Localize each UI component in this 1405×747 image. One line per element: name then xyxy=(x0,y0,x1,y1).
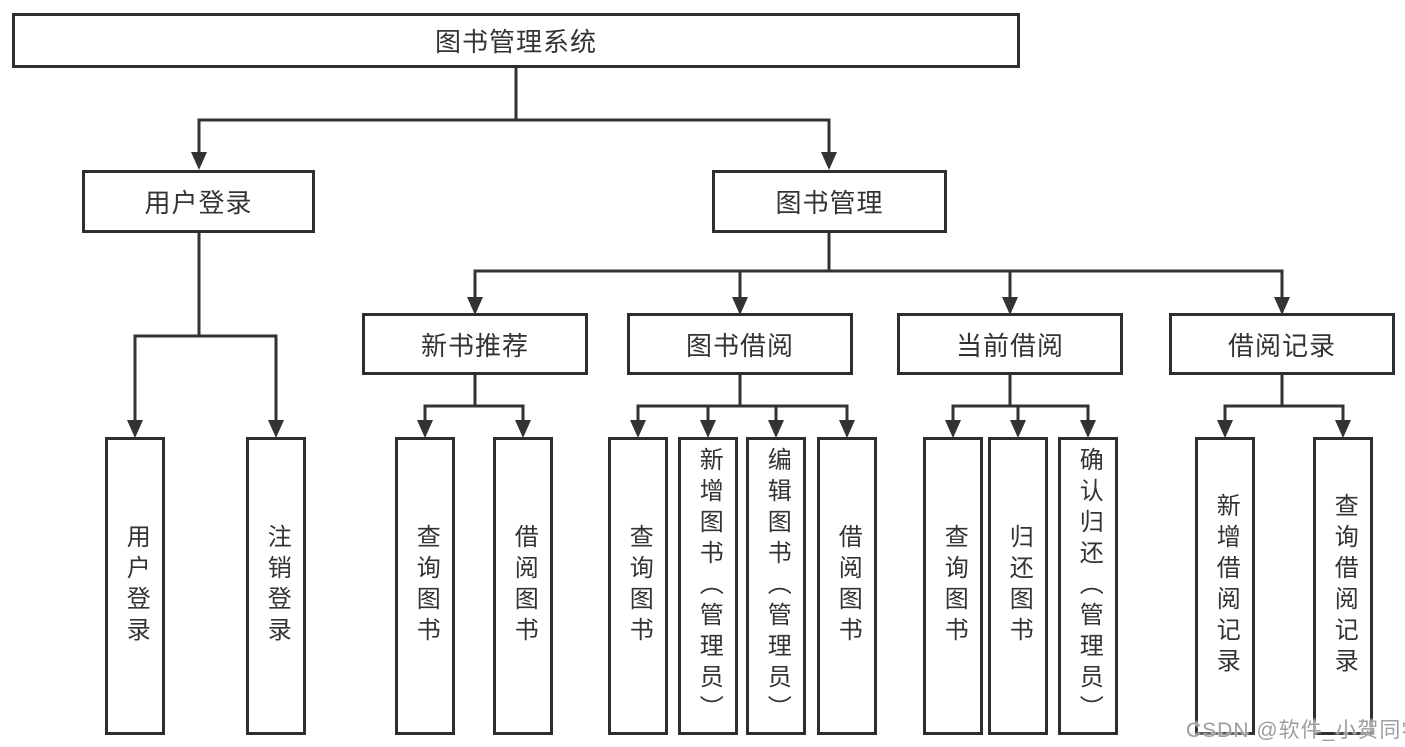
node-root: 图书管理系统 xyxy=(12,13,1020,68)
connector-userlogin-rail xyxy=(133,334,278,422)
node-current-borrow: 当前借阅 xyxy=(897,313,1123,375)
leaf-records-query-record: 查询借阅记录 xyxy=(1313,437,1373,735)
arrow-to-current-borrow xyxy=(1002,297,1018,315)
arrow-to-current-query xyxy=(945,420,961,438)
connector-root-rail xyxy=(197,118,831,154)
arrow-to-new-book-recommend xyxy=(467,297,483,315)
leaf-borrow-add-books-admin: 新增图书（管理员） xyxy=(678,437,738,735)
leaf-logout-login: 注销登录 xyxy=(246,437,306,735)
arrow-to-user-login xyxy=(191,152,207,170)
arrow-to-leaf-user-login xyxy=(127,420,143,438)
arrow-to-book-borrow xyxy=(732,297,748,315)
leaf-recommend-borrow-books: 借阅图书 xyxy=(493,437,553,735)
leaf-borrow-borrow-books: 借阅图书 xyxy=(817,437,877,735)
arrow-to-borrow-edit xyxy=(768,420,784,438)
leaf-recommend-query-books: 查询图书 xyxy=(395,437,455,735)
arrow-to-recommend-query xyxy=(417,420,433,438)
arrow-to-current-return xyxy=(1010,420,1026,438)
arrow-to-records-add xyxy=(1217,420,1233,438)
leaf-borrow-query-books: 查询图书 xyxy=(608,437,668,735)
leaf-records-add-record: 新增借阅记录 xyxy=(1195,437,1255,735)
watermark: CSDN @软件_小贺同学 xyxy=(1186,719,1405,742)
leaf-current-query-books: 查询图书 xyxy=(923,437,983,735)
node-borrow-records: 借阅记录 xyxy=(1169,313,1395,375)
arrow-to-borrow-query xyxy=(630,420,646,438)
node-new-book-recommend: 新书推荐 xyxy=(362,313,588,375)
connector-current-rail xyxy=(951,404,1090,422)
connector-recommend-rail xyxy=(423,404,525,422)
node-book-management: 图书管理 xyxy=(712,170,947,233)
arrow-to-recommend-borrow xyxy=(515,420,531,438)
arrow-to-current-confirm xyxy=(1080,420,1096,438)
node-book-borrow: 图书借阅 xyxy=(627,313,853,375)
arrow-to-borrow-records xyxy=(1274,297,1290,315)
leaf-borrow-edit-books-admin: 编辑图书（管理员） xyxy=(746,437,806,735)
connector-records-rail xyxy=(1223,404,1345,422)
node-user-login: 用户登录 xyxy=(82,170,315,233)
arrow-to-borrow-add xyxy=(700,420,716,438)
leaf-current-confirm-return-admin: 确认归还（管理员） xyxy=(1058,437,1118,735)
arrow-to-records-query xyxy=(1335,420,1351,438)
arrow-to-leaf-logout xyxy=(268,420,284,438)
leaf-user-login: 用户登录 xyxy=(105,437,165,735)
leaf-current-return-books: 归还图书 xyxy=(988,437,1048,735)
connector-borrow-rail xyxy=(636,404,849,422)
connector-bookmgmt-rail xyxy=(473,269,1284,298)
arrow-to-borrow-borrow xyxy=(839,420,855,438)
arrow-to-book-management xyxy=(821,152,837,170)
